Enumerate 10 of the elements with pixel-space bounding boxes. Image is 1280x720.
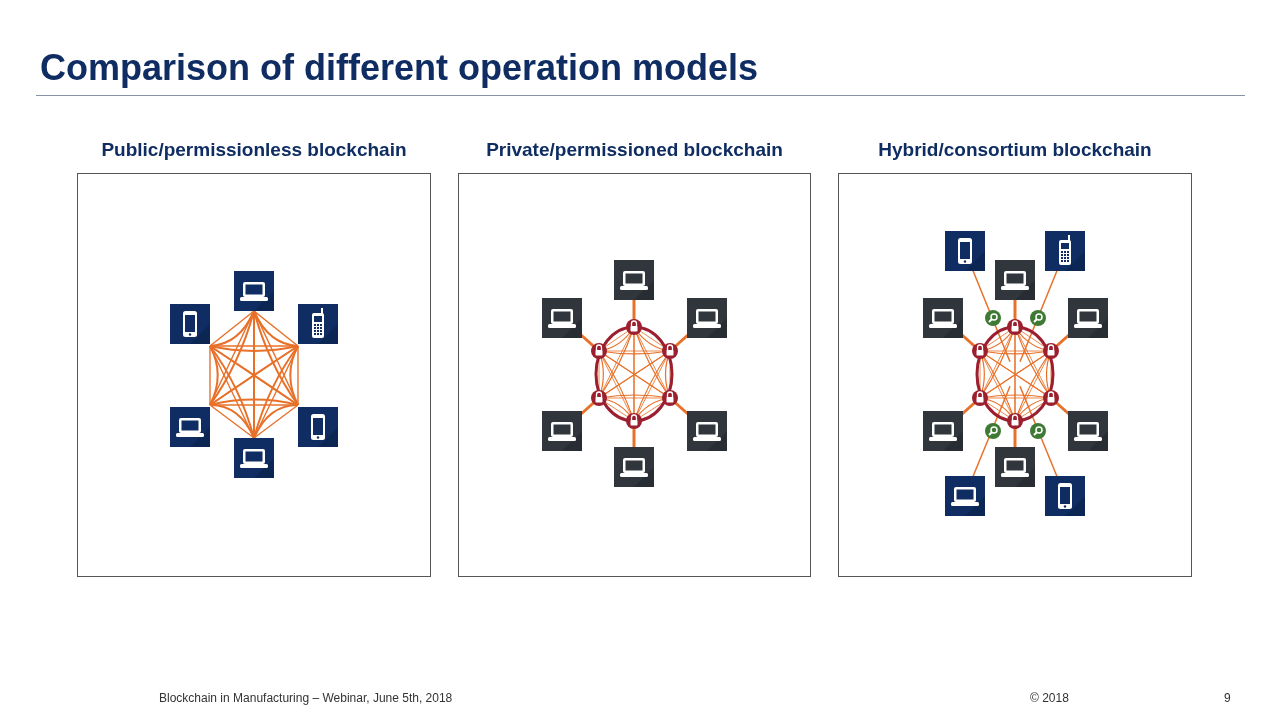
panel-heading: Hybrid/consortium blockchain <box>877 138 1153 162</box>
page-number: 9 <box>1224 690 1231 707</box>
network-panel <box>458 173 811 577</box>
panel-heading: Private/permissioned blockchain <box>485 138 784 162</box>
network-panel <box>77 173 431 577</box>
network-panel <box>838 173 1192 577</box>
copyright-text: © 2018 <box>1030 690 1069 707</box>
slide-title: Comparison of different operation models <box>40 46 759 90</box>
panel-heading: Public/permissionless blockchain <box>100 138 408 162</box>
footer-text: Blockchain in Manufacturing – Webinar, June 5th, 2018 <box>159 690 453 707</box>
